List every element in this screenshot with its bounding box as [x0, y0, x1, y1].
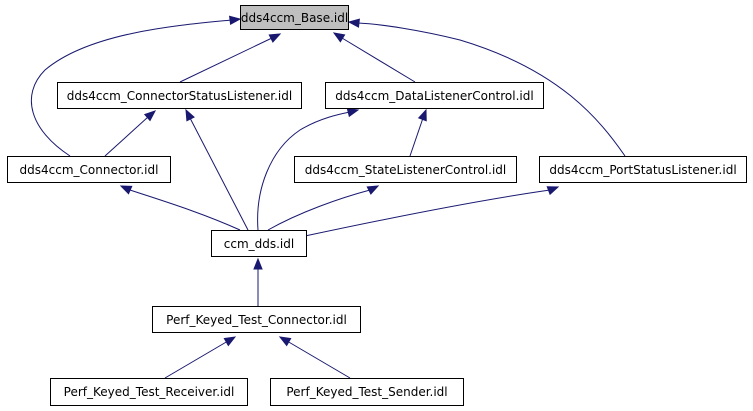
- node-dds4ccm-base[interactable]: dds4ccm_Base.idl: [240, 5, 349, 30]
- edge-line-tail: [286, 340, 289, 343]
- edge-connector-to-connector-status-listener: [104, 110, 157, 157]
- node-perf-keyed-test-sender[interactable]: Perf_Keyed_Test_Sender.idl: [270, 378, 464, 406]
- edge-ccm-dds-to-port-status-listener: [304, 186, 560, 237]
- edge-connector-status-listener-to-base: [179, 33, 282, 83]
- edge-perf-connector-to-ccm-dds: [253, 257, 263, 306]
- edge-line: [257, 111, 351, 231]
- edge-line: [267, 189, 371, 231]
- edge-line: [189, 117, 249, 231]
- edge-arrowhead: [228, 15, 242, 26]
- node-perf-keyed-test-connector[interactable]: Perf_Keyed_Test_Connector.idl: [152, 306, 361, 333]
- edge-ccm-dds-to-connector-status-listener: [185, 108, 249, 231]
- node-dds4ccm-connector[interactable]: dds4ccm_Connector.idl: [7, 156, 171, 183]
- edge-line: [104, 116, 149, 157]
- edge-line-tail: [548, 189, 551, 191]
- node-perf-keyed-test-receiver[interactable]: Perf_Keyed_Test_Receiver.idl: [50, 378, 248, 406]
- edge-port-status-listener-to-base: [347, 18, 626, 157]
- edge-line-tail: [147, 116, 149, 118]
- node-dds4ccm-port-status-listener[interactable]: dds4ccm_PortStatusListener.idl: [539, 156, 747, 183]
- edge-state-listener-control-to-data-listener-control: [409, 108, 427, 157]
- node-dds4ccm-data-listener-control[interactable]: dds4ccm_DataListenerControl.idl: [325, 82, 544, 109]
- edge-data-listener-control-to-base: [332, 32, 416, 83]
- edge-arrowhead: [332, 32, 346, 43]
- edge-line-tail: [422, 117, 424, 120]
- edge-line: [129, 189, 241, 231]
- edge-line: [30, 19, 233, 157]
- edge-arrowhead: [417, 108, 427, 122]
- node-ccm-dds[interactable]: ccm_dds.idl: [211, 230, 307, 257]
- edge-arrowhead: [223, 336, 237, 347]
- edge-ccm-dds-to-state-listener-control: [267, 185, 380, 231]
- edge-line: [341, 37, 416, 83]
- edge-line: [357, 22, 626, 157]
- edge-ccm-dds-to-connector: [119, 185, 241, 231]
- edge-arrowhead: [278, 336, 292, 347]
- edge-line: [179, 37, 273, 83]
- edge-line: [409, 117, 424, 157]
- edge-ccm-dds-to-data-listener-control: [257, 107, 360, 231]
- edge-line-tail: [226, 340, 229, 343]
- edge-line: [304, 189, 551, 237]
- edge-connector-to-base: [30, 15, 242, 157]
- edge-perf-sender-to-perf-connector: [278, 336, 351, 379]
- edge-line: [164, 340, 229, 379]
- node-dds4ccm-state-listener-control[interactable]: dds4ccm_StateListenerControl.idl: [294, 156, 517, 183]
- node-dds4ccm-connector-status-listener[interactable]: dds4ccm_ConnectorStatusListener.idl: [57, 82, 302, 109]
- edge-perf-receiver-to-perf-connector: [164, 336, 237, 379]
- edge-arrowhead: [347, 18, 360, 28]
- edge-line: [286, 340, 351, 379]
